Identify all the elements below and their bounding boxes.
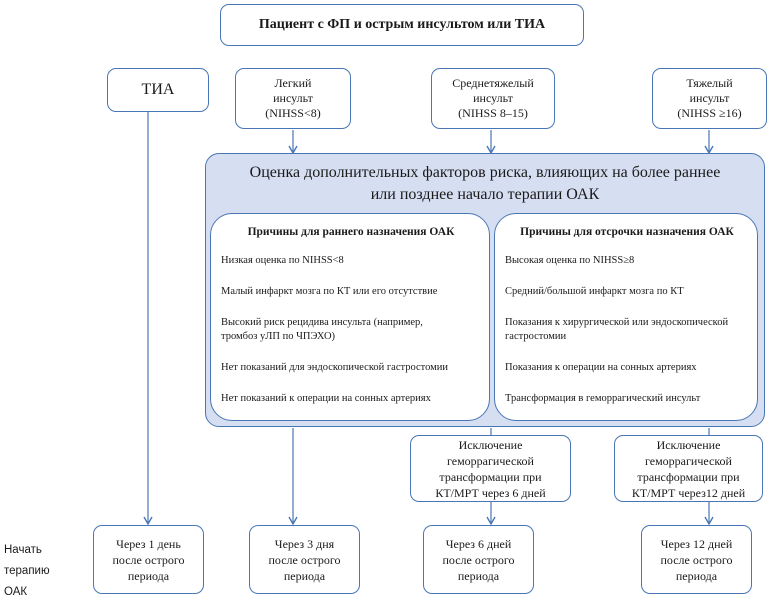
exclusion-12-days-box: Исключение геморрагической трансформации…: [614, 435, 763, 502]
early-oac-heading: Причины для раннего назначения ОАК: [247, 226, 455, 238]
severe-stroke-box: Тяжелый инсульт (NIHSS ≥16): [652, 68, 767, 129]
start-oac-label: Начать терапию ОАК: [4, 544, 50, 598]
start-day3-box: Через 3 дня после острого периода: [249, 525, 360, 594]
moderate-stroke-box: Среднетяжелый инсульт (NIHSS 8–15): [431, 68, 555, 129]
early-oac-reasons: Причины для раннего назначения ОАК Низка…: [210, 213, 490, 421]
delay-reason-item: Трансформация в геморрагический инсульт: [505, 393, 701, 404]
start-day6-box: Через 6 дней после острого периода: [423, 525, 534, 594]
exclusion-6-days-box: Исключение геморрагической трансформации…: [410, 435, 571, 502]
title-box: Пациент с ФП и острым инсультом или ТИА: [220, 4, 584, 46]
delay-reason-item: Показания к хирургической или эндоскопич…: [505, 317, 729, 342]
start-day1-box: Через 1 день после острого периода: [93, 525, 204, 594]
delay-reason-item: Средний/большой инфаркт мозга по КТ: [505, 286, 684, 297]
tia-label: ТИА: [141, 81, 175, 98]
risk-assessment-panel: Оценка дополнительных факторов риска, вл…: [205, 153, 765, 427]
early-reason-item: Высокий риск рецидива инсульта (например…: [221, 317, 423, 342]
start-day12-box: Через 12 дней после острого периода: [641, 525, 752, 594]
page-title: Пациент с ФП и острым инсультом или ТИА: [258, 17, 546, 32]
early-reason-item: Низкая оценка по NIHSS<8: [221, 255, 344, 266]
delay-oac-heading: Причины для отсрочки назначения ОАК: [520, 226, 734, 238]
mild-stroke-box: Легкий инсульт (NIHSS<8): [235, 68, 351, 129]
delay-oac-reasons: Причины для отсрочки назначения ОАК Высо…: [494, 213, 758, 421]
tia-box: ТИА: [107, 68, 209, 112]
early-reason-item: Малый инфаркт мозга по КТ или его отсутс…: [221, 286, 438, 297]
early-reason-item: Нет показаний к операции на сонных артер…: [221, 393, 431, 404]
delay-reason-item: Показания к операции на сонных артериях: [505, 362, 697, 373]
risk-panel-title: Оценка дополнительных факторов риска, вл…: [249, 164, 721, 203]
early-reason-item: Нет показаний для эндоскопической гастро…: [221, 362, 449, 373]
delay-reason-item: Высокая оценка по NIHSS≥8: [505, 255, 635, 266]
